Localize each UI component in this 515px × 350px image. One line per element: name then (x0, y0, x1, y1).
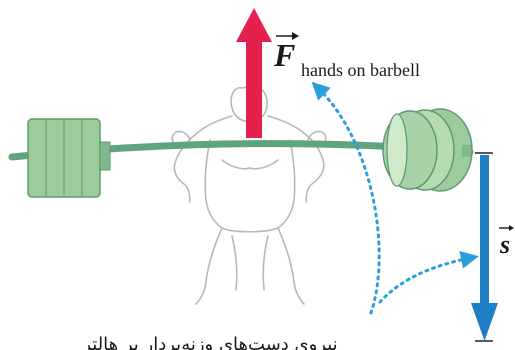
force-subscript: hands on barbell (301, 60, 420, 80)
force-symbol: F (273, 37, 295, 73)
caption-text: نیروی دست‌های وزنه‌بردار بر هالتر (81, 334, 337, 350)
displacement-label: s (499, 225, 514, 259)
displacement-arrow (471, 153, 498, 341)
right-plates (383, 109, 472, 191)
displacement-pointer (380, 258, 470, 302)
left-plates (28, 119, 110, 197)
force-arrow (236, 8, 272, 138)
force-label: F hands on barbell (273, 32, 420, 80)
force-pointer (318, 88, 379, 313)
displacement-symbol: s (499, 230, 510, 259)
